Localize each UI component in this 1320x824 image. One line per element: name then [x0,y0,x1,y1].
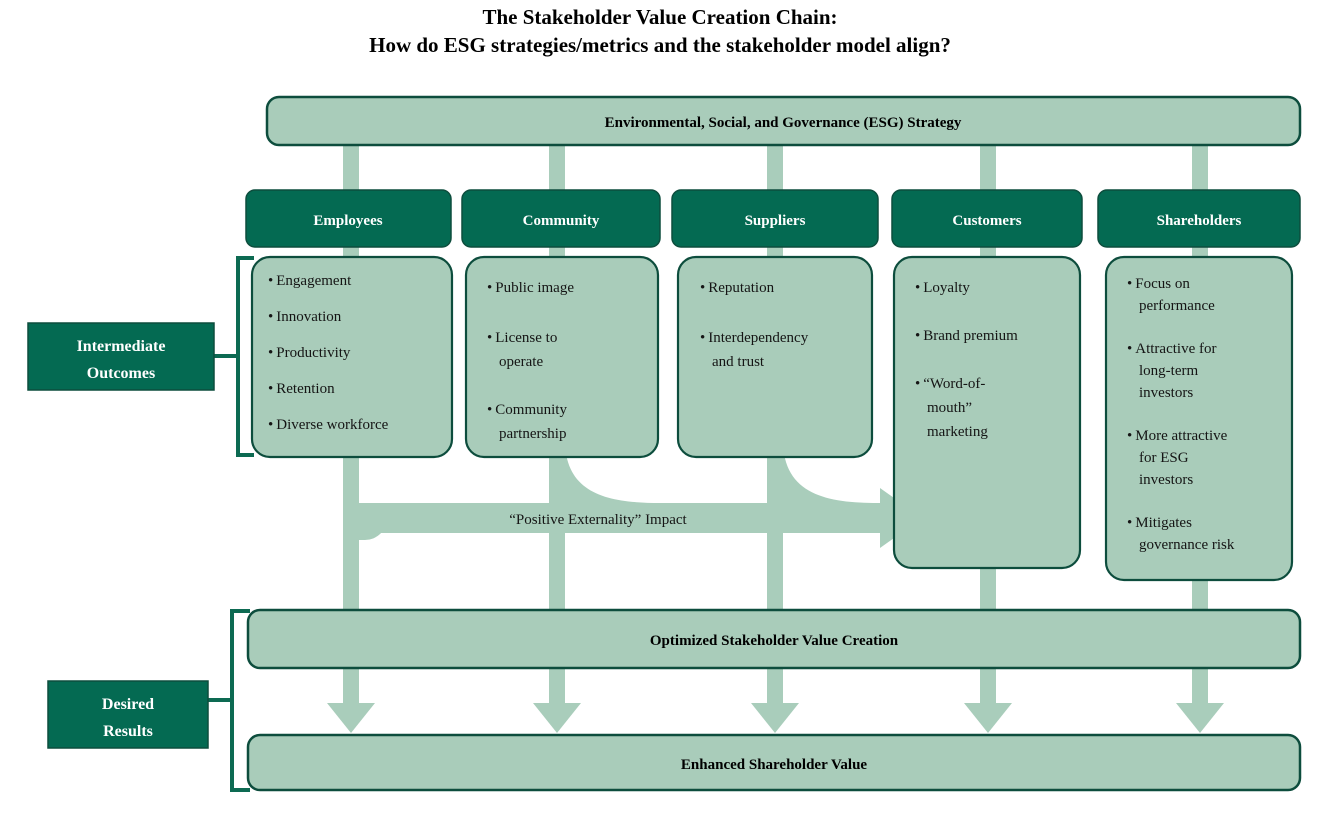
column-header-community-shape[interactable] [461,189,661,248]
result-box-enhanced-shareholder-value[interactable]: Enhanced Shareholder Value [246,733,1302,792]
bullet-item: • Engagement [268,273,352,289]
column-header-customers[interactable]: Customers [891,189,1083,248]
column-headers-group: Employees Community Suppliers Customers … [245,189,1301,248]
down-arrow-shaft [980,668,996,708]
column-header-employees-shape[interactable] [245,189,452,248]
result-box-enhanced-shape[interactable] [246,733,1302,792]
down-arrow-head [751,703,799,733]
bullet-item: • Focus on performance [1127,276,1215,314]
column-header-suppliers[interactable]: Suppliers [671,189,879,248]
down-arrow-employees [327,668,375,733]
column-header-customers-shape[interactable] [891,189,1083,248]
bullet-item: • Productivity [268,345,351,361]
down-arrow-shaft [549,668,565,708]
down-arrow-head [1176,703,1224,733]
bullet-item: • Loyalty [915,280,970,296]
bullet-box-employees-shape[interactable] [250,255,454,459]
flow-horizontal-band [365,503,905,533]
esg-strategy-box-shape[interactable] [265,95,1302,147]
side-label-desired-results[interactable]: Desired Results [47,680,209,749]
bullet-box-community-shape[interactable] [464,255,660,459]
bullet-box-shareholders[interactable]: • Focus on performance • Attractive for … [1104,255,1294,582]
column-header-community[interactable]: Community [461,189,661,248]
column-header-shareholders-label: Shareholders [1157,213,1242,229]
side-label-intermediate-outcomes-shape[interactable] [27,322,215,391]
down-arrow-customers [964,668,1012,733]
column-header-shareholders-shape[interactable] [1097,189,1301,248]
bullet-box-suppliers-shape[interactable] [676,255,874,459]
down-arrow-shaft [1192,668,1208,708]
bullet-box-customers-shape[interactable] [892,255,1082,570]
side-label-desired-results-shape[interactable] [47,680,209,749]
bullet-item: • Brand premium [915,328,1018,344]
bullet-box-suppliers[interactable]: • Reputation • Interdependency and trust [676,255,874,459]
bullet-item: • Community partnership [487,402,571,442]
down-arrow-shareholders [1176,668,1224,733]
bullet-item: • Innovation [268,309,342,325]
bullet-item: • Mitigates governance risk [1127,515,1235,553]
side-label-desired-line-2: Results [103,723,153,740]
side-label-intermediate-outcomes[interactable]: Intermediate Outcomes [27,322,215,391]
title-line-2: How do ESG strategies/metrics and the st… [369,33,951,57]
column-header-shareholders[interactable]: Shareholders [1097,189,1301,248]
column-header-community-label: Community [523,213,600,229]
result-box-optimized-stakeholder-value-creation[interactable]: Optimized Stakeholder Value Creation [246,608,1302,670]
column-header-customers-label: Customers [952,213,1021,229]
bullet-item: • Diverse workforce [268,417,389,433]
bullet-box-community[interactable]: • Public image • License to operate • Co… [464,255,660,459]
bullet-box-customers[interactable]: • Loyalty • Brand premium • “Word-of- mo… [892,255,1082,570]
bullet-item: • Retention [268,381,335,397]
column-header-employees-label: Employees [313,213,382,229]
bullet-box-employees[interactable]: • Engagement • Innovation • Productivity… [250,255,454,459]
column-header-suppliers-label: Suppliers [745,213,806,229]
bullet-item: • Public image [487,280,574,296]
down-arrow-community [533,668,581,733]
diagram-title: The Stakeholder Value Creation Chain: Ho… [369,5,951,57]
esg-strategy-box[interactable]: Environmental, Social, and Governance (E… [265,95,1302,147]
side-label-intermediate-line-1: Intermediate [77,338,166,355]
title-line-1: The Stakeholder Value Creation Chain: [482,5,837,29]
bullet-item: • Interdependency and trust [700,330,812,370]
bullet-boxes-group: • Engagement • Innovation • Productivity… [250,255,1294,582]
down-arrow-head [327,703,375,733]
bullet-item: • Reputation [700,280,775,296]
bullet-item: • “Word-of- mouth” marketing [915,376,989,440]
down-arrow-suppliers [751,668,799,733]
positive-externality-label: “Positive Externality” Impact [509,512,687,528]
down-arrow-shaft [343,668,359,708]
desired-results-bracket [208,609,250,792]
intermediate-outcomes-bracket [214,256,254,457]
side-label-desired-line-1: Desired [102,696,154,713]
column-header-employees[interactable]: Employees [245,189,452,248]
bullet-item: • Attractive for long-term investors [1127,341,1220,401]
result-box-enhanced-label: Enhanced Shareholder Value [681,757,868,773]
result-box-optimized-label: Optimized Stakeholder Value Creation [650,633,899,649]
bullet-item: • More attractive for ESG investors [1127,428,1231,488]
result-box-optimized-shape[interactable] [246,608,1302,670]
bullet-item: • License to operate [487,330,561,370]
bullet-box-shareholders-shape[interactable] [1104,255,1294,582]
down-arrow-head [964,703,1012,733]
down-arrow-shaft [767,668,783,708]
downward-arrows-group [327,668,1224,733]
down-arrow-head [533,703,581,733]
esg-strategy-label: Environmental, Social, and Governance (E… [605,115,962,131]
side-label-intermediate-line-2: Outcomes [87,365,155,382]
column-header-suppliers-shape[interactable] [671,189,879,248]
